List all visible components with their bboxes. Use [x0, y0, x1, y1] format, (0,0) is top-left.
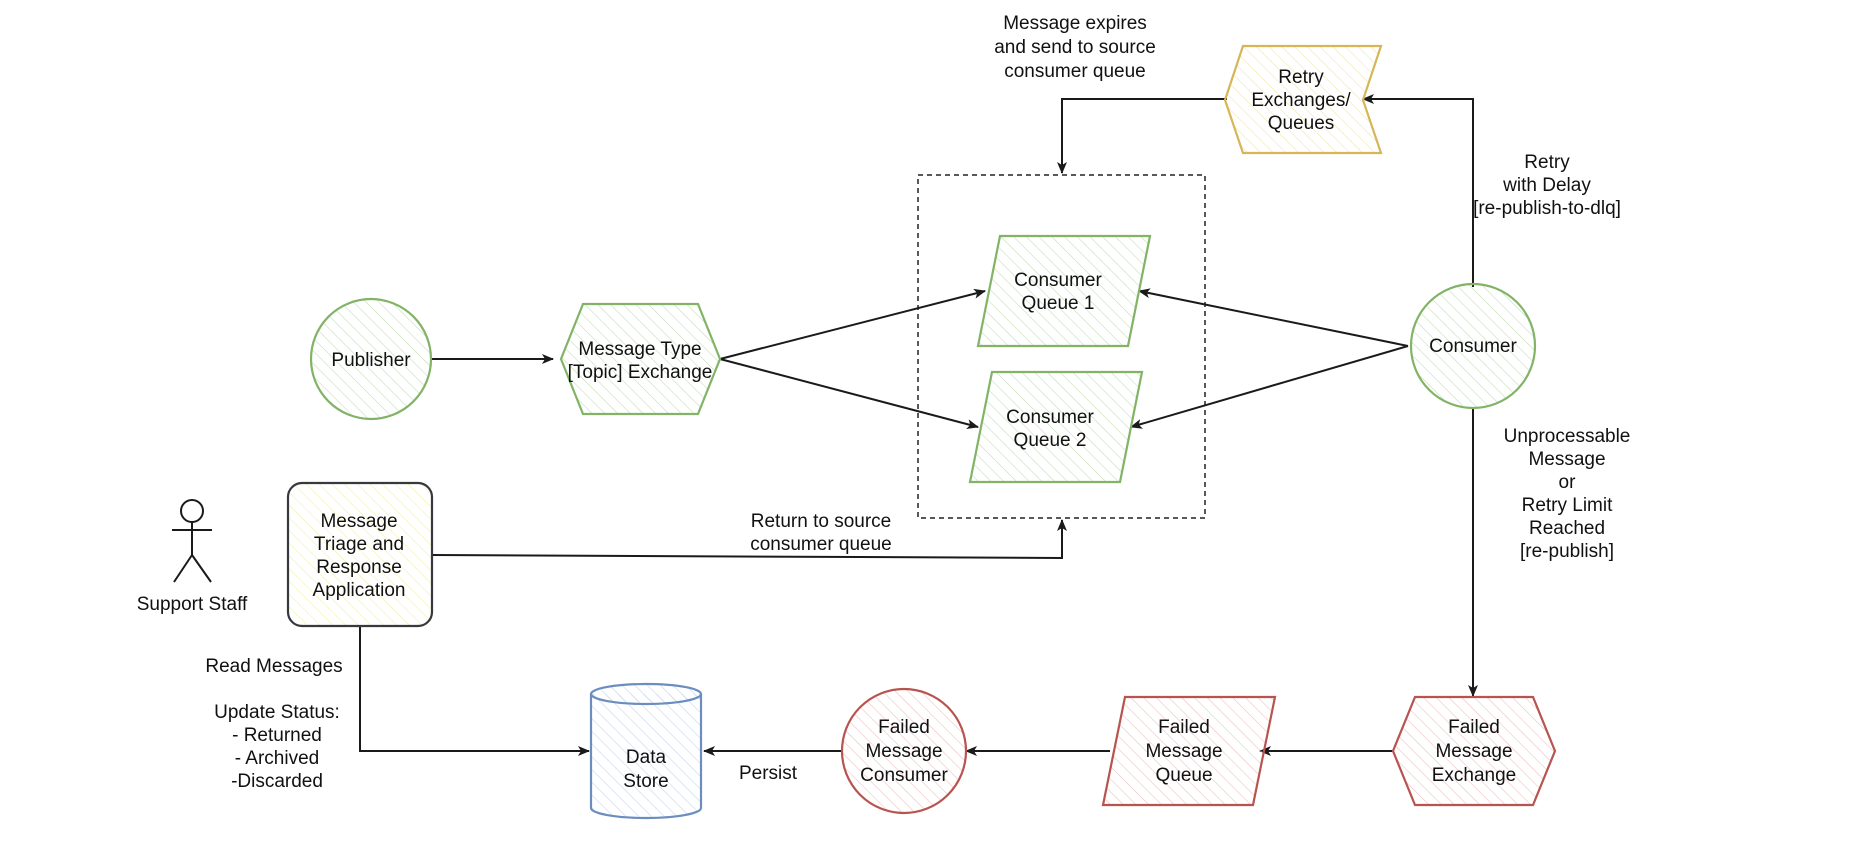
- svg-text:Message: Message: [1528, 449, 1605, 470]
- svg-text:Return to source: Return to source: [751, 511, 891, 532]
- svg-text:or: or: [1559, 472, 1577, 493]
- triage-application-node: Message Triage and Response Application: [286, 481, 434, 628]
- update-status-label: Update Status: - Returned - Archived -Di…: [214, 702, 340, 792]
- edge-triage-to-queue-group: [431, 519, 1067, 560]
- triage-label-line-1: Message: [320, 511, 397, 532]
- retry-label-line-1: Retry: [1278, 67, 1324, 88]
- svg-text:- Returned: - Returned: [232, 725, 322, 746]
- support-staff-label: Support Staff: [137, 594, 248, 615]
- consumer-label: Consumer: [1429, 336, 1517, 357]
- read-messages-label: Read Messages: [205, 656, 342, 677]
- failed-exchange-label-line-3: Exchange: [1432, 765, 1517, 786]
- failed-consumer-label-line-3: Consumer: [860, 765, 948, 786]
- svg-text:with Delay: with Delay: [1502, 175, 1591, 196]
- consumer-queue-2-node: Consumer Queue 2: [968, 370, 1144, 484]
- svg-text:Reached: Reached: [1529, 518, 1605, 539]
- svg-text:Unprocessable: Unprocessable: [1504, 426, 1631, 447]
- triage-label-line-2: Triage and: [314, 534, 404, 555]
- svg-text:[re-publish]: [re-publish]: [1520, 541, 1614, 562]
- consumer-queue-1-node: Consumer Queue 1: [976, 234, 1152, 348]
- data-store-label-line-1: Data: [626, 747, 667, 768]
- data-store-label-line-2: Store: [623, 771, 668, 792]
- edge-consumer-to-queue-2: [1130, 345, 1409, 429]
- svg-text:Retry: Retry: [1524, 152, 1570, 173]
- failed-queue-label-line-2: Message: [1145, 741, 1222, 762]
- triage-label-line-3: Response: [316, 557, 402, 578]
- queue-1-label-line-2: Queue 1: [1022, 293, 1095, 314]
- unprocessable-message-label: Unprocessable Message or Retry Limit Rea…: [1504, 426, 1631, 562]
- failed-message-exchange-node: Failed Message Exchange: [1391, 695, 1557, 807]
- retry-label-line-3: Queues: [1268, 113, 1335, 134]
- support-staff-actor: [172, 499, 212, 583]
- svg-text:and send to source: and send to source: [994, 37, 1156, 58]
- failed-message-consumer-node: Failed Message Consumer: [840, 687, 968, 815]
- consumer-node: Consumer: [1409, 282, 1537, 410]
- svg-text:consumer queue: consumer queue: [1004, 61, 1146, 82]
- failed-queue-label-line-1: Failed: [1158, 717, 1210, 738]
- failed-message-queue-node: Failed Message Queue: [1101, 695, 1277, 807]
- svg-text:- Archived: - Archived: [235, 748, 319, 769]
- failed-exchange-label-line-1: Failed: [1448, 717, 1500, 738]
- svg-text:[re-publish-to-dlq]: [re-publish-to-dlq]: [1473, 198, 1621, 219]
- exchange-label-line-2: [Topic] Exchange: [568, 362, 713, 383]
- return-to-source-label: Return to source consumer queue: [750, 511, 892, 555]
- failed-consumer-label-line-1: Failed: [878, 717, 930, 738]
- queue-1-label-line-1: Consumer: [1014, 270, 1102, 291]
- queue-2-label-line-1: Consumer: [1006, 407, 1094, 428]
- svg-text:Message expires: Message expires: [1003, 13, 1147, 34]
- message-type-exchange-node: Message Type [Topic] Exchange: [559, 302, 722, 416]
- retry-label-line-2: Exchanges/: [1251, 90, 1351, 111]
- svg-text:Retry Limit: Retry Limit: [1522, 495, 1614, 516]
- edge-exchange-to-queue-1: [719, 288, 986, 360]
- edge-triage-to-data-store: [359, 627, 590, 756]
- failed-queue-label-line-3: Queue: [1155, 765, 1212, 786]
- svg-text:consumer queue: consumer queue: [750, 534, 892, 555]
- edge-retry-to-queue-group: [1057, 98, 1227, 174]
- data-store-node: Data Store: [589, 682, 703, 820]
- retry-with-delay-label: Retry with Delay [re-publish-to-dlq]: [1473, 152, 1621, 219]
- svg-text:Update Status:: Update Status:: [214, 702, 340, 723]
- publisher-node: Publisher: [309, 297, 433, 421]
- svg-text:-Discarded: -Discarded: [231, 771, 323, 792]
- failed-consumer-label-line-2: Message: [865, 741, 942, 762]
- actor-head-icon: [180, 499, 204, 523]
- triage-label-line-4: Application: [313, 580, 406, 601]
- edge-consumer-to-queue-1: [1138, 288, 1409, 347]
- failed-exchange-label-line-2: Message: [1435, 741, 1512, 762]
- message-expires-label: Message expires and send to source consu…: [994, 13, 1156, 82]
- edge-exchange-to-queue-2: [719, 358, 979, 430]
- retry-exchanges-node: Retry Exchanges/ Queues: [1223, 44, 1383, 155]
- edge-consumer-to-retry: [1362, 94, 1474, 287]
- exchange-label-line-1: Message Type: [578, 339, 701, 360]
- publisher-label: Publisher: [331, 350, 411, 371]
- queue-2-label-line-2: Queue 2: [1014, 430, 1087, 451]
- persist-label: Persist: [739, 763, 798, 784]
